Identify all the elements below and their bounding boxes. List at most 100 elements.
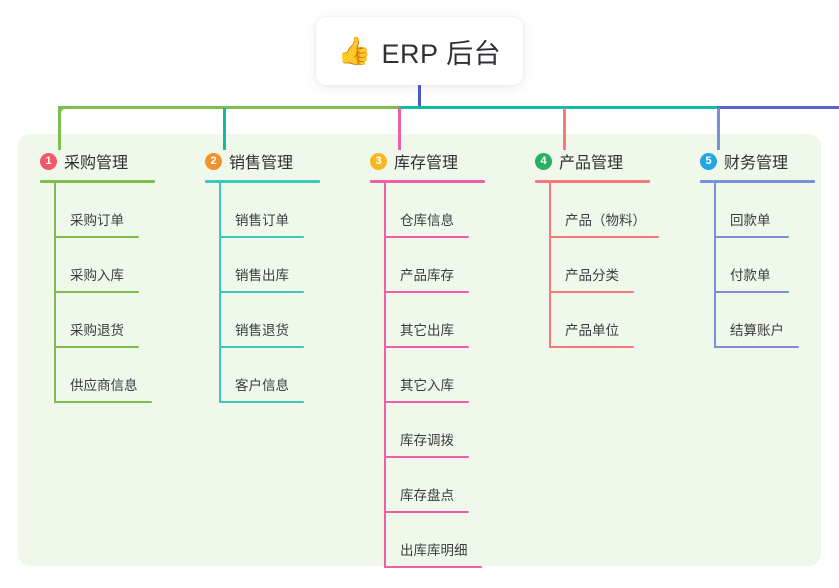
list-item[interactable]: 客户信息 (219, 348, 320, 403)
list-item-label: 结算账户 (730, 323, 784, 338)
list-item-label: 产品（物料） (565, 213, 646, 228)
list-item-rule (54, 401, 152, 403)
column-4: 4 产品管理产品（物料） 产品分类产品单位 (535, 150, 659, 348)
list-item-label: 其它出库 (400, 323, 454, 338)
diagram-panel (18, 134, 821, 566)
list-item-rule (219, 346, 304, 348)
column-header-4[interactable]: 4 产品管理 (535, 150, 650, 172)
list-item-rule (384, 346, 469, 348)
list-item[interactable]: 采购订单 (54, 183, 155, 238)
list-item-rule (384, 401, 469, 403)
column-items-3: 仓库信息产品库存其它出库其它入库库存调拨库存盘点出库库明细 (384, 183, 485, 568)
column-2: 2 销售管理销售订单销售出库销售退货客户信息 (205, 150, 320, 403)
column-spine-2 (219, 183, 221, 403)
list-item-label: 产品库存 (400, 268, 454, 283)
list-item-label: 库存盘点 (400, 488, 454, 503)
list-item[interactable]: 其它出库 (384, 293, 485, 348)
column-spine-5 (714, 183, 716, 348)
list-item-rule (54, 291, 139, 293)
list-item-label: 销售出库 (235, 268, 289, 283)
list-item-label: 客户信息 (235, 378, 289, 393)
list-item-rule (714, 291, 789, 293)
connector-bus-right (717, 106, 839, 109)
list-item-rule (384, 511, 469, 513)
list-item-label: 其它入库 (400, 378, 454, 393)
list-item[interactable]: 库存盘点 (384, 458, 485, 513)
column-title-4: 产品管理 (559, 155, 624, 172)
column-title-2: 销售管理 (229, 155, 294, 172)
list-item-rule (54, 236, 139, 238)
connector-drop-1 (58, 108, 61, 150)
list-item[interactable]: 出库库明细 (384, 513, 485, 568)
list-item[interactable]: 其它入库 (384, 348, 485, 403)
list-item-label: 回款单 (730, 213, 771, 228)
list-item[interactable]: 产品库存 (384, 238, 485, 293)
column-rule-4 (535, 180, 650, 183)
column-badge-5: 5 (700, 152, 717, 170)
list-item[interactable]: 库存调拨 (384, 403, 485, 458)
list-item-rule (384, 291, 469, 293)
list-item-rule (549, 346, 634, 348)
list-item-rule (714, 236, 789, 238)
list-item-rule (549, 236, 659, 238)
list-item-label: 采购订单 (70, 213, 124, 228)
column-spine-4 (549, 183, 551, 348)
column-5: 5 财务管理回款单付款单结算账户 (700, 150, 815, 348)
column-spine-3 (384, 183, 386, 568)
list-item-rule (384, 456, 469, 458)
list-item-label: 产品单位 (565, 323, 619, 338)
list-item-rule (219, 291, 304, 293)
list-item-label: 采购退货 (70, 323, 124, 338)
column-badge-3: 3 (370, 152, 387, 170)
list-item-label: 产品分类 (565, 268, 619, 283)
list-item[interactable]: 产品分类 (549, 238, 650, 293)
column-items-1: 采购订单采购入库采购退货供应商信息 (54, 183, 155, 403)
list-item[interactable]: 采购退货 (54, 293, 155, 348)
list-item-label: 出库库明细 (400, 543, 468, 558)
list-item-rule (54, 346, 139, 348)
list-item[interactable]: 产品（物料） (549, 183, 659, 238)
root-node-title: ERP 后台 (381, 38, 502, 69)
list-item[interactable]: 付款单 (714, 238, 815, 293)
column-header-3[interactable]: 3 库存管理 (370, 150, 485, 172)
column-badge-1: 1 (40, 152, 57, 170)
list-item[interactable]: 销售退货 (219, 293, 320, 348)
list-item-label: 采购入库 (70, 268, 124, 283)
connector-bus-left (58, 106, 401, 109)
list-item[interactable]: 采购入库 (54, 238, 155, 293)
list-item-rule (219, 236, 304, 238)
list-item-label: 仓库信息 (400, 213, 454, 228)
column-badge-2: 2 (205, 152, 222, 170)
list-item-label: 销售订单 (235, 213, 289, 228)
column-spine-1 (54, 183, 56, 403)
list-item-rule (219, 401, 304, 403)
list-item[interactable]: 仓库信息 (384, 183, 485, 238)
connector-drop-4 (563, 108, 566, 150)
connector-bus-middle (399, 106, 719, 109)
column-header-2[interactable]: 2 销售管理 (205, 150, 320, 172)
list-item-label: 销售退货 (235, 323, 289, 338)
column-items-5: 回款单付款单结算账户 (714, 183, 815, 348)
root-node-card[interactable]: 👍 ERP 后台 (316, 17, 523, 85)
list-item[interactable]: 销售订单 (219, 183, 320, 238)
list-item[interactable]: 销售出库 (219, 238, 320, 293)
column-3: 3 库存管理仓库信息产品库存其它出库其它入库库存调拨库存盘点出库库明细 (370, 150, 485, 568)
column-items-2: 销售订单销售出库销售退货客户信息 (219, 183, 320, 403)
list-item[interactable]: 产品单位 (549, 293, 650, 348)
connector-drop-5 (717, 108, 720, 150)
list-item-rule (384, 236, 469, 238)
column-rule-3 (370, 180, 485, 183)
column-badge-4: 4 (535, 152, 552, 170)
column-title-5: 财务管理 (724, 155, 789, 172)
column-header-5[interactable]: 5 财务管理 (700, 150, 815, 172)
list-item[interactable]: 供应商信息 (54, 348, 155, 403)
list-item[interactable]: 回款单 (714, 183, 815, 238)
column-title-3: 库存管理 (394, 155, 459, 172)
column-rule-2 (205, 180, 320, 183)
list-item-label: 库存调拨 (400, 433, 454, 448)
column-items-4: 产品（物料） 产品分类产品单位 (549, 183, 659, 348)
list-item[interactable]: 结算账户 (714, 293, 815, 348)
